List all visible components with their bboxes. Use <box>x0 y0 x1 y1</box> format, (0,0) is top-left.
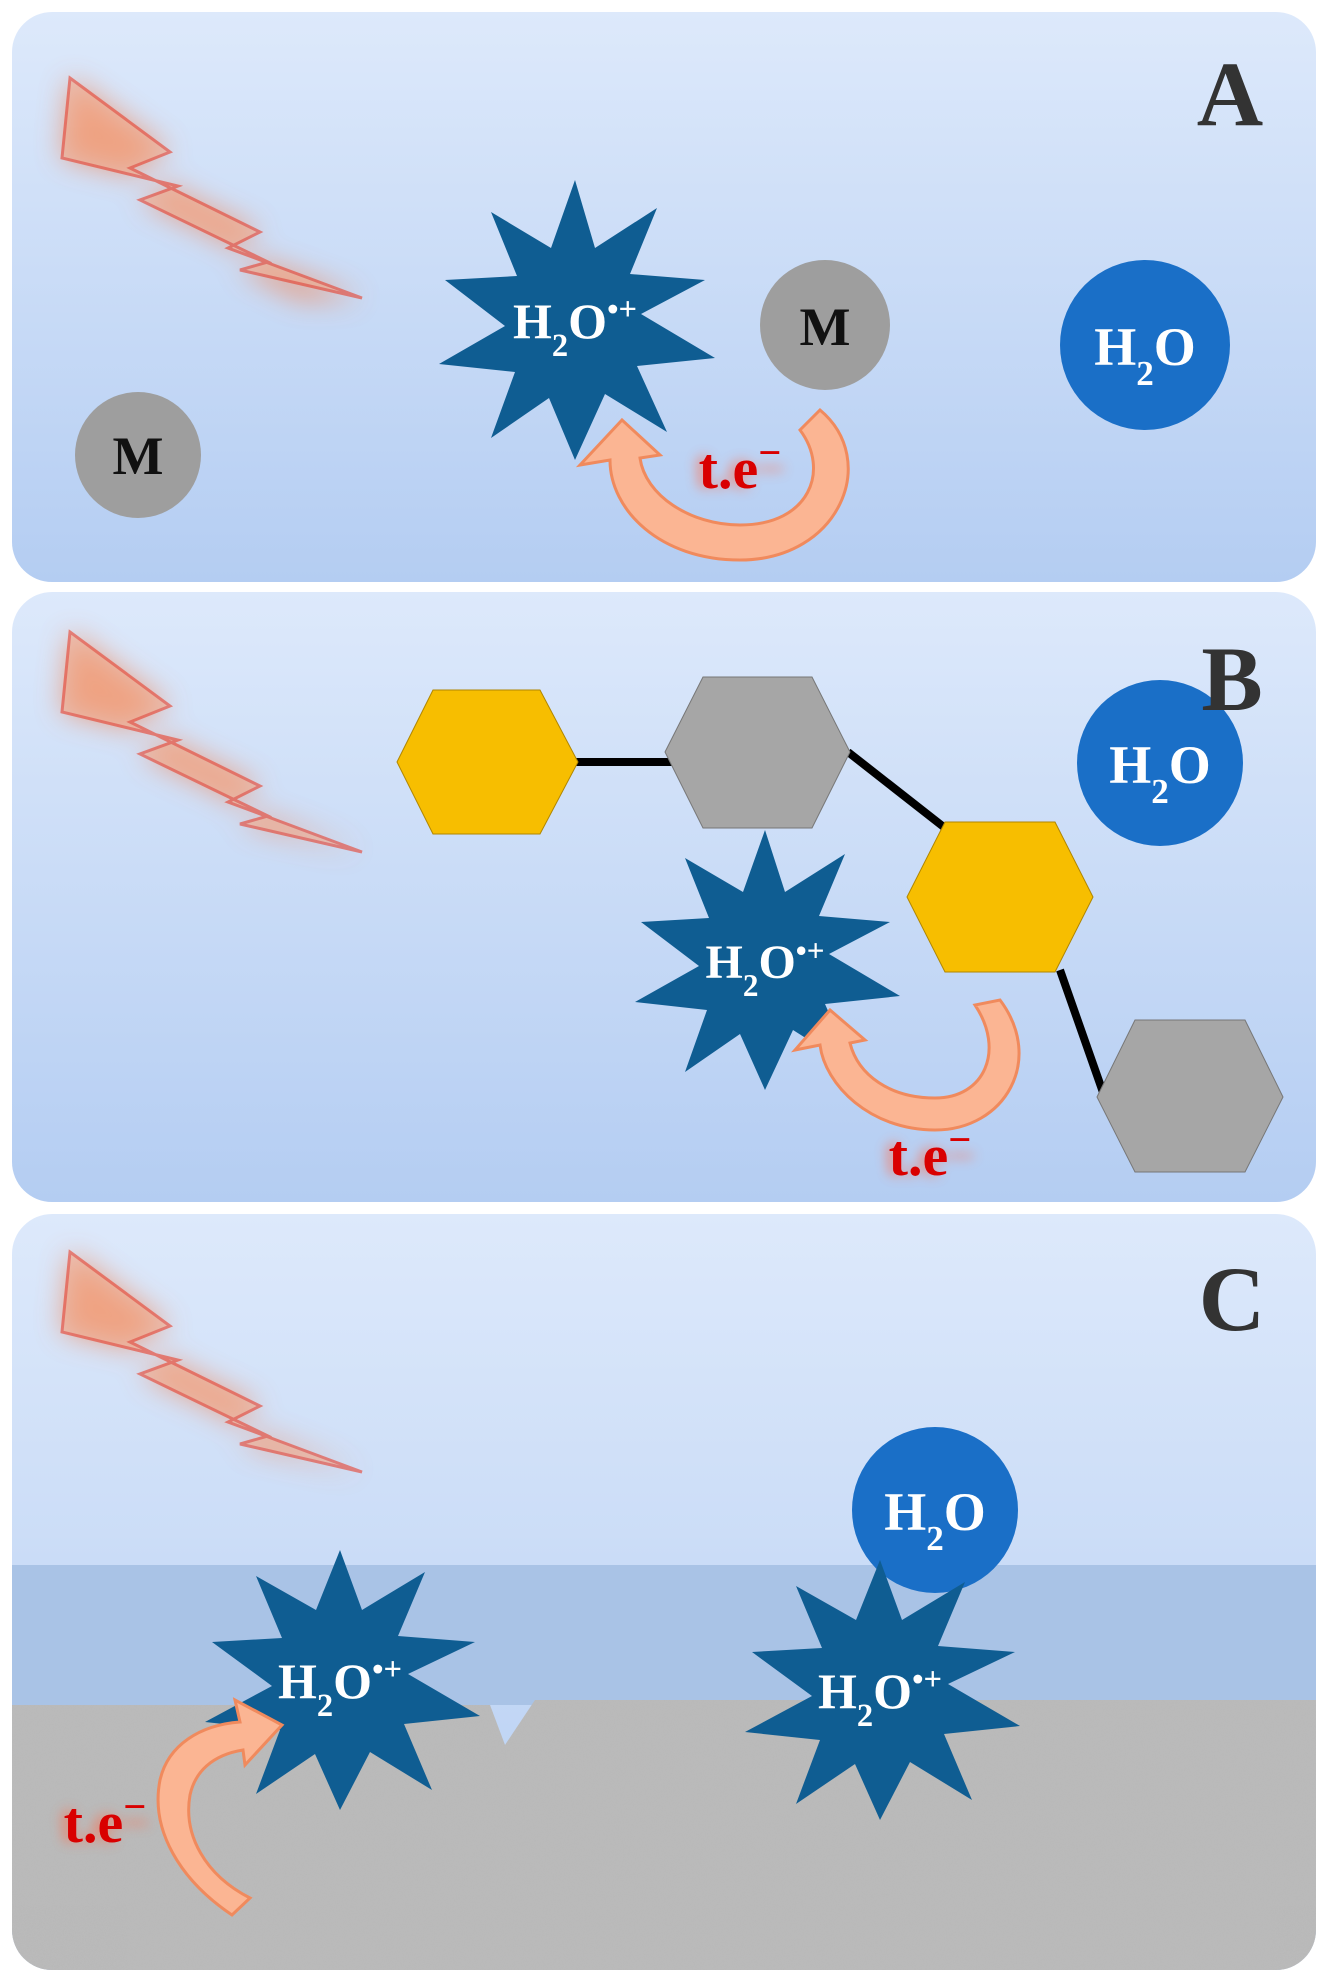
svg-text:t.e−: t.e− <box>59 1790 152 1855</box>
metal-ion-icon: M <box>75 392 201 518</box>
panel-c: H2O H2O•+ H2O•+ t.e− t.e− C <box>12 1214 1316 1970</box>
water-label: H2O <box>1094 317 1196 393</box>
panel-a: M H2O•+ M H2O t.e− t.e− <box>12 12 1316 582</box>
panel-letter: B <box>1201 628 1262 730</box>
metal-label-left: M <box>113 426 164 486</box>
svg-text:t.e−: t.e− <box>884 1123 977 1188</box>
water-label: H2O <box>884 1482 986 1558</box>
panel-letter: A <box>1197 43 1263 145</box>
hexagon-monomer-icon <box>396 689 579 835</box>
surface-water-layer <box>12 1565 1316 1705</box>
radical-label: H2O•+ <box>278 1652 402 1724</box>
radical-label: H2O•+ <box>513 292 637 364</box>
hexagon-monomer-icon <box>664 676 851 829</box>
svg-text:t.e−: t.e− <box>694 436 787 501</box>
panel-b: H2O H2O•+ t.e− t.e− B <box>12 592 1316 1202</box>
hexagon-monomer-icon <box>906 821 1094 973</box>
water-molecule-icon: H2O <box>852 1427 1018 1593</box>
panel-letter: C <box>1199 1248 1265 1350</box>
curved-arrow-icon <box>575 407 850 562</box>
curved-arrow-icon <box>156 1697 285 1917</box>
metal-ion-icon: M <box>760 260 890 390</box>
radical-label: H2O•+ <box>818 1662 942 1734</box>
lightning-bolt-icon <box>60 75 363 300</box>
transfer-label: t.e− <box>699 430 782 502</box>
lightning-bolt-icon <box>60 629 363 854</box>
radical-cation-icon: H2O•+ <box>439 180 715 460</box>
lightning-bolt-icon <box>60 1249 363 1474</box>
radical-label: H2O•+ <box>706 933 825 1003</box>
radical-cation-icon: H2O•+ <box>745 1560 1020 1820</box>
water-molecule-icon: H2O <box>1077 680 1243 846</box>
hexagon-monomer-icon <box>1096 1019 1284 1173</box>
transfer-label: t.e− <box>64 1784 147 1856</box>
polymer-bonds <box>575 748 1109 1100</box>
water-label: H2O <box>1109 735 1211 811</box>
radical-cation-icon: H2O•+ <box>205 1550 480 1810</box>
transfer-label: t.e− <box>889 1117 972 1189</box>
metal-label-right: M <box>800 297 851 357</box>
curved-arrow-icon <box>790 998 1021 1132</box>
water-molecule-icon: H2O <box>1060 260 1230 430</box>
